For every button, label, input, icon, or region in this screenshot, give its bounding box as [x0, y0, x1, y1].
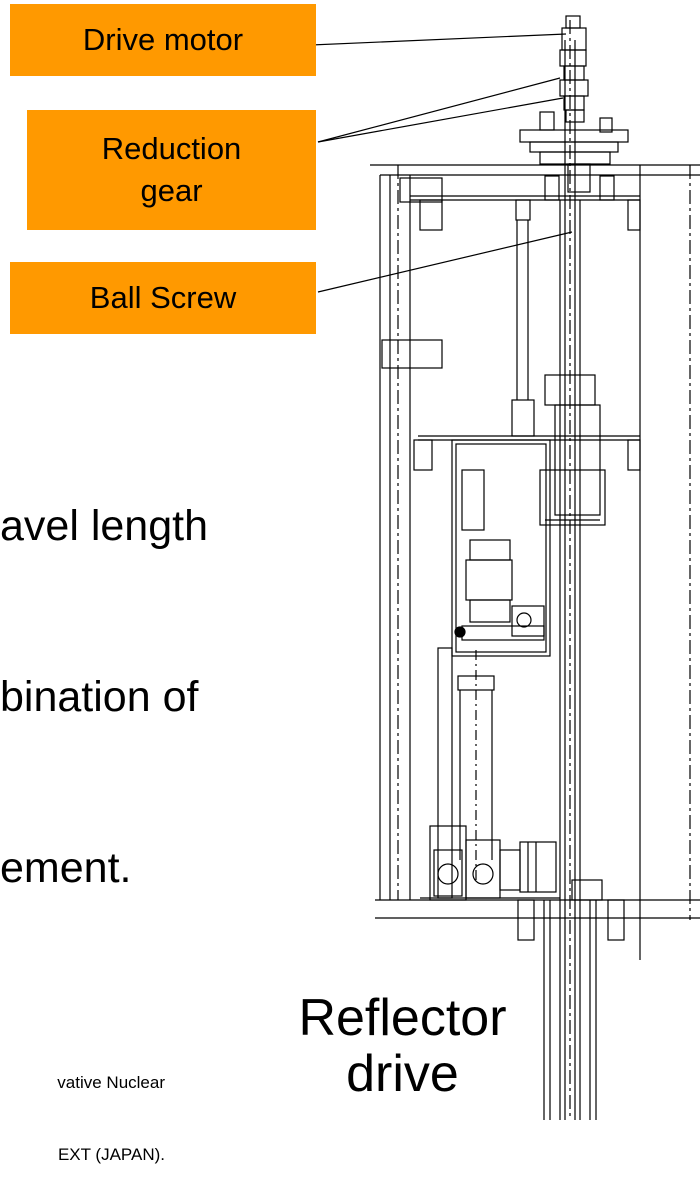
label-ball-screw: Ball Screw — [10, 262, 316, 334]
caption-line1: Reflector — [298, 989, 507, 1047]
label-ball-screw-text: Ball Screw — [89, 280, 237, 316]
label-drive-motor-text: Drive motor — [82, 22, 244, 58]
label-drive-motor: Drive motor — [10, 4, 316, 76]
middle-box — [451, 439, 551, 657]
left-cylinder — [511, 199, 535, 437]
body-text-line2: bination of — [0, 673, 199, 721]
leader-line-reduction-gear-lower — [317, 97, 564, 143]
label-reduction-gear-line2: gear — [140, 173, 203, 208]
caption-reflector-drive: Reflector drive — [275, 990, 530, 1102]
body-text: avel length bination of ement. — [0, 384, 340, 954]
label-reduction-gear-line1: Reduction — [101, 131, 242, 167]
central-column — [543, 20, 597, 1120]
reflector-drive-drawing — [287, 15, 700, 1120]
outer-frame — [370, 164, 700, 960]
carriage — [539, 374, 606, 526]
leader-line-reduction-gear-upper — [317, 77, 561, 143]
label-reduction-gear: Reduction gear — [27, 110, 316, 230]
body-text-line1: avel length — [0, 502, 208, 550]
caption-line2: drive — [346, 1045, 459, 1103]
leader-line-drive-motor — [287, 33, 567, 47]
bottom-drive-unit — [420, 825, 625, 941]
body-text-line3: ement. — [0, 844, 132, 892]
footnote-line2: EXT (JAPAN). — [57, 1145, 165, 1164]
footnote: vative Nuclear EXT (JAPAN). — [0, 1023, 165, 1191]
footnote-line1: vative Nuclear — [57, 1073, 165, 1092]
leader-line-ball-screw — [317, 231, 573, 293]
drive-motor-stack — [519, 15, 629, 201]
